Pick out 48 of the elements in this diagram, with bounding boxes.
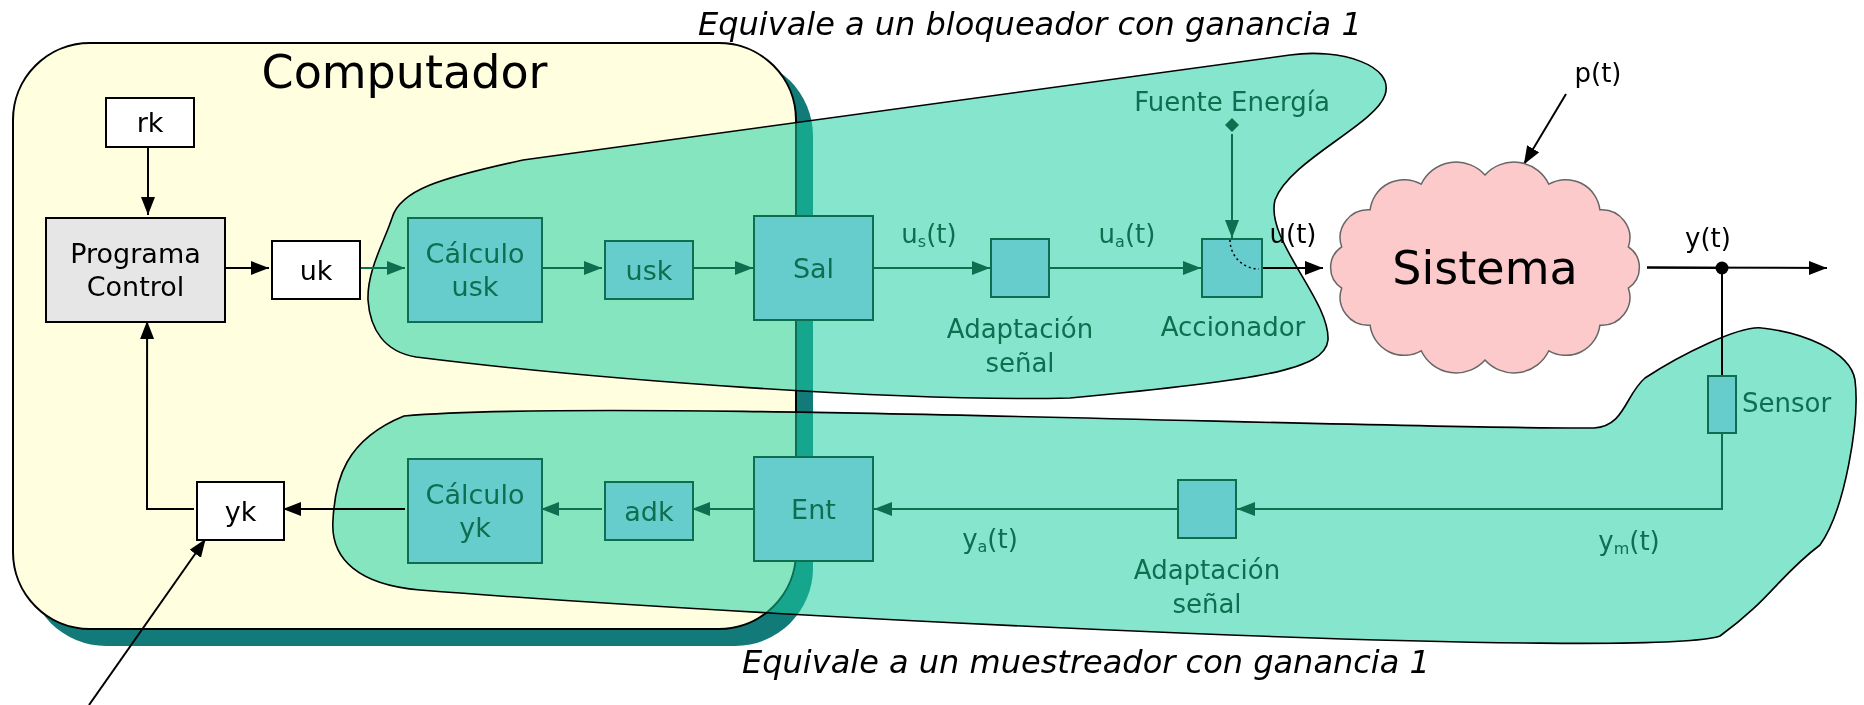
arrow [1049, 261, 1202, 275]
arrow [358, 261, 406, 275]
arrow [1646, 260, 1828, 275]
block-caption: Adaptación señal [945, 313, 1095, 380]
arrow [140, 320, 195, 510]
process-box: Cálculo yk [407, 458, 543, 564]
process-box: uk [271, 240, 361, 300]
block-caption: Accionador [1159, 311, 1307, 344]
edge-label: u$_{a}$(t) [1098, 219, 1156, 253]
group-title: Computador [260, 44, 549, 100]
arrow [88, 538, 207, 705]
process-box: Programa Control [45, 217, 226, 323]
arrow [1522, 93, 1567, 166]
edge-label: y$_{a}$(t) [962, 524, 1018, 558]
arrow [691, 502, 754, 516]
cloud-label: Sistema [1392, 240, 1578, 295]
signal-block [1201, 238, 1263, 298]
edge-label: y(t) [1685, 223, 1731, 253]
arrow [540, 261, 603, 275]
block-caption: Sensor [1742, 387, 1833, 420]
arrow [691, 261, 754, 275]
signal-block [990, 238, 1050, 298]
connector-line [1646, 266, 1723, 376]
edge-label: u$_{s}$(t) [901, 219, 957, 253]
edge-label: y$_{m}$(t) [1598, 526, 1660, 560]
process-box: Sal [753, 215, 874, 321]
process-box: adk [604, 481, 694, 541]
process-box: Cálculo usk [407, 217, 543, 323]
arrow [873, 261, 991, 275]
arrow [1262, 260, 1324, 275]
arrow [1236, 433, 1723, 516]
arrow [223, 261, 270, 275]
arrow [1225, 133, 1239, 239]
block-caption: Adaptación señal [1132, 554, 1282, 621]
source-label: Fuente Energía [1134, 86, 1330, 118]
region-heading: Equivale a un bloqueador con ganancia 1 [698, 4, 1362, 44]
arrow [282, 502, 406, 516]
signal-block [1177, 479, 1237, 539]
arrow [540, 502, 603, 516]
process-box: usk [604, 240, 694, 300]
process-box: rk [105, 97, 195, 148]
region-heading: Equivale a un muestreador con ganancia 1 [742, 642, 1430, 682]
arrow [873, 502, 1178, 516]
signal-block [1707, 375, 1737, 434]
process-box: Ent [753, 456, 874, 562]
process-box: yk [196, 481, 285, 541]
signal-label: p(t) [1566, 52, 1630, 94]
arrow [141, 145, 155, 216]
